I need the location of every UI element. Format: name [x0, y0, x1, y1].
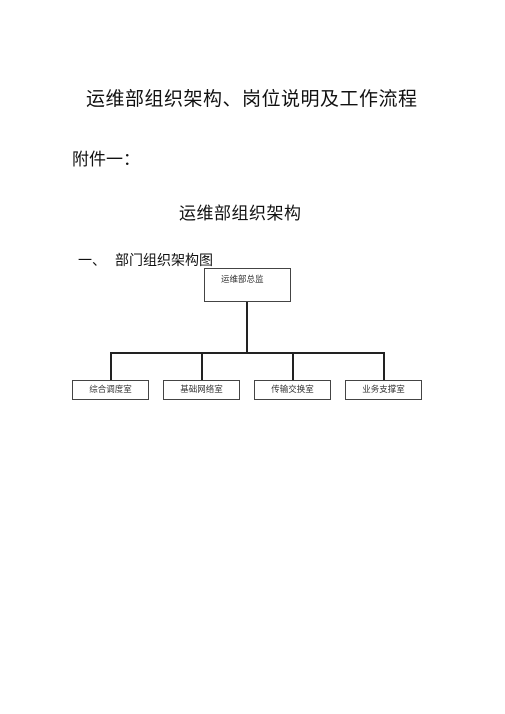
org-node-child-3: 传输交换室 [254, 380, 331, 400]
connector-drop-4 [383, 352, 385, 380]
appendix-label: 附件一： [72, 150, 140, 170]
org-node-child-4: 业务支撑室 [345, 380, 422, 400]
connector-horizontal-bus [110, 352, 384, 354]
section-title: 部门组织架构图 [115, 253, 213, 269]
connector-vertical-trunk [246, 302, 248, 352]
section-heading: 运维部组织架构 [179, 204, 302, 224]
org-node-root: 运维部总监 [204, 268, 291, 302]
connector-drop-1 [110, 352, 112, 380]
org-node-child-2: 基础网络室 [163, 380, 240, 400]
org-node-child-1: 综合调度室 [72, 380, 149, 400]
section-number: 一、 [78, 253, 106, 269]
connector-drop-2 [201, 352, 203, 380]
connector-drop-3 [292, 352, 294, 380]
document-title: 运维部组织架构、岗位说明及工作流程 [86, 88, 418, 110]
